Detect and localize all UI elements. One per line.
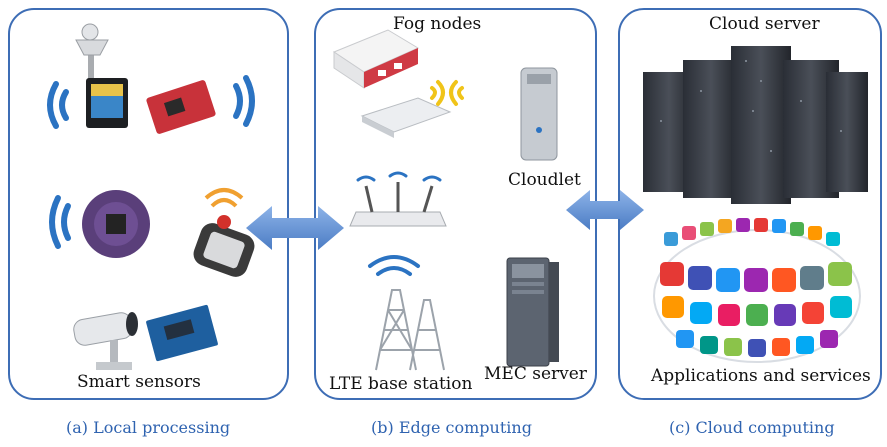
smart-sensors-label: Smart sensors (77, 372, 201, 392)
mec-server-icon (506, 257, 559, 367)
lte-tower-icon (368, 255, 445, 371)
red-circuit-board-icon (146, 80, 216, 134)
lilypad-board-icon (82, 190, 150, 258)
server-rack-icon (643, 46, 868, 204)
caption-local-processing: (a) Local processing (66, 418, 231, 437)
sensor-display-device-icon (86, 78, 128, 128)
arduino-board-icon (146, 304, 218, 362)
wireless-router-icon (349, 171, 447, 227)
applications-services-label: Applications and services (651, 366, 871, 386)
access-point-icon (360, 80, 464, 138)
game-controller-icon (193, 188, 255, 277)
cloudlet-server-icon (520, 67, 558, 161)
fog-nodes-label: Fog nodes (393, 14, 482, 34)
cloud-server-label: Cloud server (709, 14, 820, 34)
double-arrow-edge-cloud-icon (566, 190, 644, 230)
double-arrow-local-edge-icon (246, 206, 344, 250)
wifi-signal-icon (47, 75, 255, 249)
fog-node-box-icon (332, 29, 420, 89)
app-icons-ring-icon (653, 218, 861, 363)
caption-edge-computing: (b) Edge computing (371, 418, 532, 437)
caption-cloud-computing: (c) Cloud computing (669, 418, 835, 437)
cloudlet-label: Cloudlet (508, 170, 581, 190)
mec-server-label: MEC server (484, 364, 587, 384)
weather-station-icon (75, 23, 109, 80)
lte-base-station-label: LTE base station (329, 374, 473, 394)
security-camera-icon (73, 312, 138, 370)
